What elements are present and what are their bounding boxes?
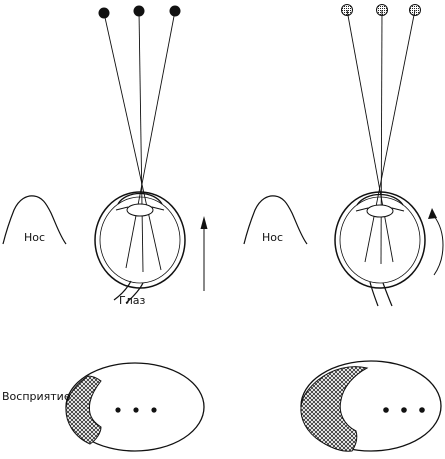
right-object-points (341, 4, 421, 16)
right-light-rays (346, 9, 416, 265)
left-blind-region (65, 375, 102, 445)
right-panel: Нос (243, 4, 444, 452)
left-perceived-points (115, 407, 157, 413)
left-light-rays (103, 10, 176, 273)
left-eyeball (94, 191, 186, 304)
eye-label: Глаз (119, 294, 145, 307)
arrow-up-icon (200, 216, 208, 291)
right-perception-field (300, 360, 442, 452)
left-optic-nerve (113, 280, 144, 304)
right-nose-outline (243, 195, 308, 245)
left-nose-label: Нос (24, 231, 45, 244)
left-nose-outline (2, 195, 67, 245)
right-perceived-points (383, 407, 425, 413)
right-eyeball (334, 191, 426, 307)
right-blind-region (300, 366, 369, 452)
curved-arrow-icon (428, 208, 444, 276)
right-lens (366, 204, 394, 218)
left-lens (126, 203, 154, 217)
right-nose-label: Нос (262, 231, 283, 244)
left-perception-field (65, 362, 205, 452)
perception-label: Восприятие (2, 390, 71, 403)
right-optic-nerve (369, 281, 393, 307)
left-panel: Нос Глаз (2, 5, 208, 452)
